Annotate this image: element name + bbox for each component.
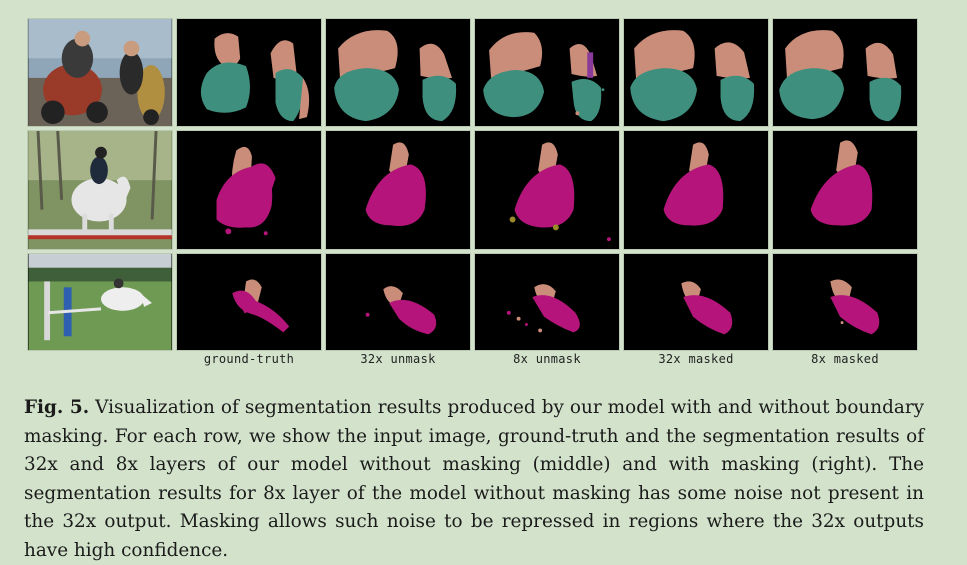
column-label-32x-masked: 32x masked xyxy=(658,352,734,366)
output-8x-masked-horse-jump xyxy=(772,253,918,351)
ground-truth-horse-jump xyxy=(176,253,322,351)
input-image-motorbike xyxy=(27,18,173,127)
input-image-horse-jump xyxy=(27,253,173,351)
column-label-8x-masked: 8x masked xyxy=(811,352,879,366)
ground-truth-motorbike xyxy=(176,18,322,127)
output-32x-unmask-horse xyxy=(325,130,471,250)
column-label-ground-truth: ground-truth xyxy=(203,352,295,366)
figure-caption-text: Visualization of segmentation results pr… xyxy=(24,397,925,561)
figure-grid: ground-truth 32x unmask 8x unmask 32x ma… xyxy=(27,18,918,366)
output-32x-masked-motorbike xyxy=(623,18,769,127)
output-8x-unmask-horse xyxy=(474,130,620,250)
output-8x-masked-horse xyxy=(772,130,918,250)
output-32x-masked-horse xyxy=(623,130,769,250)
figure-caption: Fig. 5. Visualization of segmentation re… xyxy=(24,394,924,565)
output-8x-unmask-motorbike xyxy=(474,18,620,127)
column-label-8x-unmask: 8x unmask xyxy=(513,352,581,366)
ground-truth-horse xyxy=(176,130,322,250)
output-8x-unmask-horse-jump xyxy=(474,253,620,351)
output-32x-masked-horse-jump xyxy=(623,253,769,351)
output-32x-unmask-horse-jump xyxy=(325,253,471,351)
output-8x-masked-motorbike xyxy=(772,18,918,127)
output-32x-unmask-motorbike xyxy=(325,18,471,127)
column-label-32x-unmask: 32x unmask xyxy=(360,352,436,366)
figure-caption-label: Fig. 5. xyxy=(24,397,90,418)
input-image-horse xyxy=(27,130,173,250)
